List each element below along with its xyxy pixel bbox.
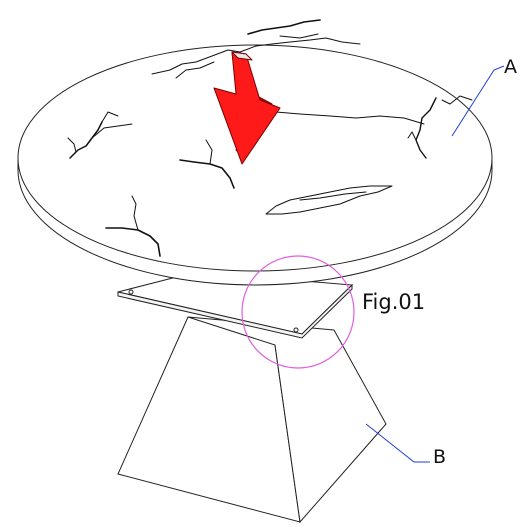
crack xyxy=(105,227,161,257)
leader-line-b xyxy=(365,423,430,463)
crack xyxy=(279,33,319,39)
plate-screw-hole xyxy=(128,289,134,295)
mounting-plate xyxy=(117,271,354,339)
callout-label-b: B xyxy=(433,446,447,468)
plate-edge xyxy=(117,283,353,339)
leader-line-a xyxy=(451,65,505,137)
surface-cracks xyxy=(67,19,473,257)
arrow-face xyxy=(213,51,281,165)
tabletop-surface xyxy=(17,44,493,272)
crack xyxy=(275,111,425,125)
crack xyxy=(131,195,139,231)
crack xyxy=(247,19,321,35)
tabletop xyxy=(17,44,493,286)
crack xyxy=(67,137,77,153)
crack xyxy=(151,37,361,75)
callout-label-a: A xyxy=(504,56,517,78)
leader-lines xyxy=(365,65,505,463)
arrow-top xyxy=(231,51,253,61)
crack xyxy=(265,185,393,215)
figure-label: Fig.01 xyxy=(362,290,426,314)
crack xyxy=(101,111,119,123)
crack xyxy=(175,61,215,79)
crack xyxy=(441,95,473,105)
crack xyxy=(179,159,235,189)
crack xyxy=(69,121,103,159)
crack xyxy=(91,123,133,139)
detail-highlight-circle xyxy=(241,255,355,369)
plate-screw-hole xyxy=(293,327,299,333)
pedestal-base xyxy=(117,316,387,524)
pedestal-side-face xyxy=(274,329,387,524)
crack xyxy=(205,139,213,165)
crack xyxy=(299,191,367,201)
pedestal-front-face xyxy=(117,316,301,523)
down-arrow-icon xyxy=(213,51,281,165)
crack xyxy=(415,97,437,159)
crack xyxy=(407,131,417,141)
